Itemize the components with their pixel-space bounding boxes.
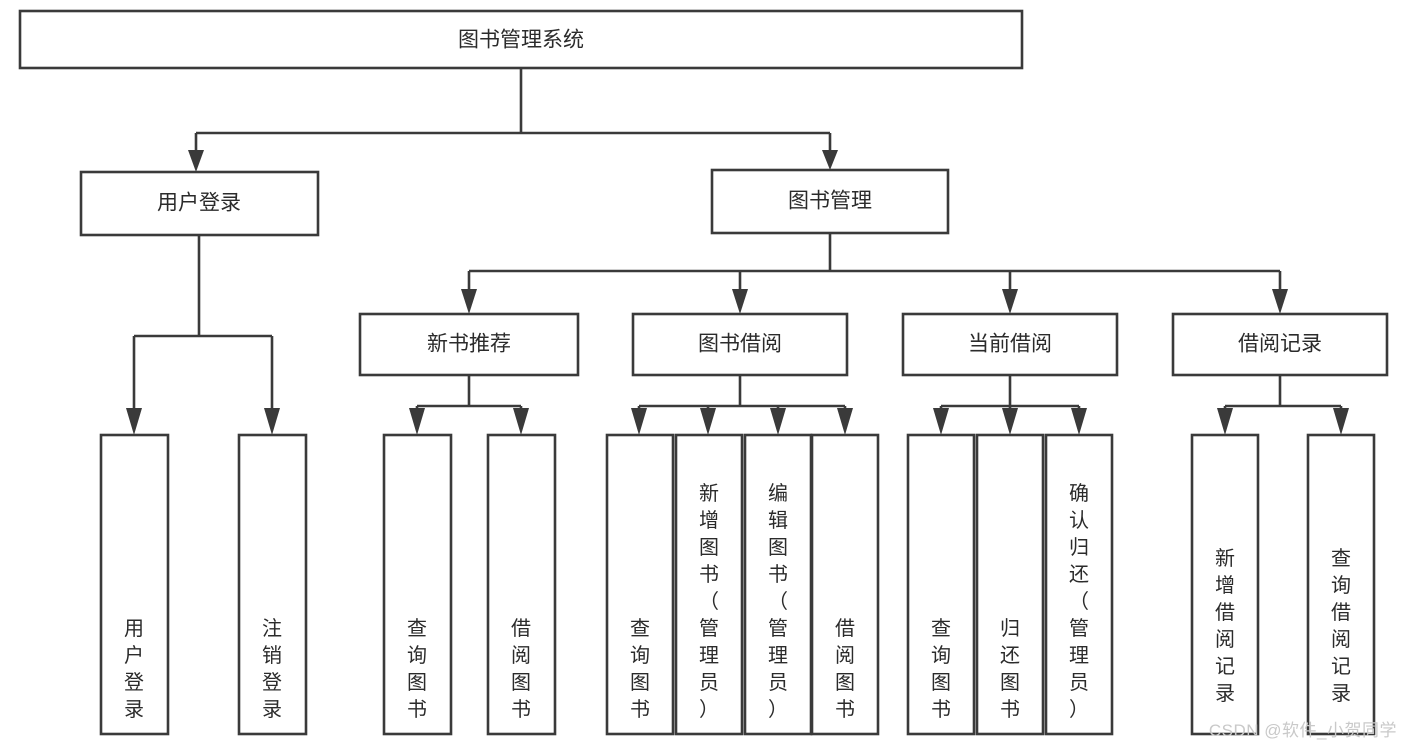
arrow-to-currentborrow xyxy=(1002,289,1018,314)
leaf-user-login-1-box xyxy=(99,433,170,736)
arrow-currentborrow-leaf-2 xyxy=(1002,408,1018,435)
node-book-management-box xyxy=(710,168,950,235)
node-book-management-label: 图书管理 xyxy=(788,190,872,213)
node-root-label: 图书管理系统 xyxy=(458,29,584,52)
leaf-borrow-book-1[interactable]: 查询图书 xyxy=(605,433,675,736)
node-new-book-recommend-box xyxy=(358,312,580,377)
leaf-new-book-2-box xyxy=(486,433,557,736)
node-user-login-box xyxy=(79,170,320,237)
arrow-to-borrowbook xyxy=(732,289,748,314)
arrow-root-to-bookmgmt xyxy=(822,150,838,170)
node-root-box xyxy=(18,9,1024,70)
leaf-current-borrow-2-box xyxy=(975,433,1045,736)
node-book-management[interactable]: 图书管理 xyxy=(710,168,950,235)
leaf-borrow-record-1-label: 新增借阅记录 xyxy=(1215,547,1235,705)
arrow-currentborrow-leaf-1 xyxy=(933,408,949,435)
leaf-user-login-2-label: 注销登录 xyxy=(262,617,282,721)
arrow-login-leaf-2 xyxy=(264,408,280,435)
arrow-newbook-leaf-2 xyxy=(513,408,529,435)
arrow-root-to-login xyxy=(188,150,204,172)
arrow-borrowbook-leaf-4 xyxy=(837,408,853,435)
leaf-borrow-book-2[interactable]: 新增图书（管理员） xyxy=(674,433,744,736)
node-book-borrow-box xyxy=(631,312,849,377)
leaf-user-login-2-box xyxy=(237,433,308,736)
leaf-borrow-record-1-box xyxy=(1190,433,1260,736)
leaf-new-book-1[interactable]: 查询图书 xyxy=(382,433,453,736)
leaf-current-borrow-3-label: 确认归还（管理员） xyxy=(1069,482,1089,721)
node-root[interactable]: 图书管理系统 xyxy=(18,9,1024,70)
arrow-login-leaf-1 xyxy=(126,408,142,435)
leaf-borrow-book-4-box xyxy=(810,433,880,736)
leaf-borrow-book-1-box xyxy=(605,433,675,736)
arrow-borrowrecord-leaf-2 xyxy=(1333,408,1349,435)
leaf-user-login-1-label: 用户登录 xyxy=(124,618,144,721)
node-current-borrow-label: 当前借阅 xyxy=(968,333,1052,356)
node-user-login[interactable]: 用户登录 xyxy=(79,170,320,237)
leaf-borrow-book-3-box xyxy=(743,433,813,736)
leaf-new-book-2-label: 借阅图书 xyxy=(511,617,531,721)
node-user-login-label: 用户登录 xyxy=(157,192,241,215)
leaf-borrow-book-3-label: 编辑图书（管理员） xyxy=(768,482,788,721)
node-book-borrow-label: 图书借阅 xyxy=(698,333,782,356)
arrow-currentborrow-leaf-3 xyxy=(1071,408,1087,435)
leaf-borrow-record-1[interactable]: 新增借阅记录 xyxy=(1190,433,1260,736)
leaf-user-login-2[interactable]: 注销登录 xyxy=(237,433,308,736)
node-book-borrow[interactable]: 图书借阅 xyxy=(631,312,849,377)
leaf-current-borrow-1-label: 查询图书 xyxy=(931,617,951,721)
node-borrow-record-label: 借阅记录 xyxy=(1238,333,1322,356)
leaf-borrow-book-2-box xyxy=(674,433,744,736)
arrow-newbook-leaf-1 xyxy=(409,408,425,435)
leaf-current-borrow-3[interactable]: 确认归还（管理员） xyxy=(1044,433,1114,736)
leaf-borrow-book-1-label: 查询图书 xyxy=(630,617,650,721)
leaf-borrow-book-3[interactable]: 编辑图书（管理员） xyxy=(743,433,813,736)
leaf-new-book-1-box xyxy=(382,433,453,736)
leaf-current-borrow-3-box xyxy=(1044,433,1114,736)
node-current-borrow[interactable]: 当前借阅 xyxy=(901,312,1119,377)
leaf-current-borrow-2-label: 归还图书 xyxy=(1000,617,1020,721)
arrow-borrowbook-leaf-3 xyxy=(770,408,786,435)
leaf-user-login-1[interactable]: 用户登录 xyxy=(99,433,170,736)
leaf-borrow-record-2-box xyxy=(1306,433,1376,736)
node-new-book-recommend-label: 新书推荐 xyxy=(427,333,511,356)
arrow-borrowbook-leaf-2 xyxy=(700,408,716,435)
arrow-borrowbook-leaf-1 xyxy=(631,408,647,435)
leaf-current-borrow-1-box xyxy=(906,433,976,736)
leaf-borrow-record-2-label: 查询借阅记录 xyxy=(1331,547,1351,705)
leaf-current-borrow-1[interactable]: 查询图书 xyxy=(906,433,976,736)
leaf-borrow-book-2-label: 新增图书（管理员） xyxy=(699,482,719,721)
node-borrow-record-box xyxy=(1171,312,1389,377)
arrow-borrowrecord-leaf-1 xyxy=(1217,408,1233,435)
node-current-borrow-box xyxy=(901,312,1119,377)
leaf-new-book-1-label: 查询图书 xyxy=(407,617,427,721)
leaf-borrow-book-4-label: 借阅图书 xyxy=(835,617,855,721)
edge-layer xyxy=(126,68,1349,435)
arrow-to-newbook xyxy=(461,289,477,314)
leaf-borrow-book-4[interactable]: 借阅图书 xyxy=(810,433,880,736)
leaf-new-book-2[interactable]: 借阅图书 xyxy=(486,433,557,736)
leaf-borrow-record-2[interactable]: 查询借阅记录 xyxy=(1306,433,1376,736)
arrow-to-borrowrecord xyxy=(1272,289,1288,314)
node-new-book-recommend[interactable]: 新书推荐 xyxy=(358,312,580,377)
leaf-current-borrow-2[interactable]: 归还图书 xyxy=(975,433,1045,736)
node-borrow-record[interactable]: 借阅记录 xyxy=(1171,312,1389,377)
